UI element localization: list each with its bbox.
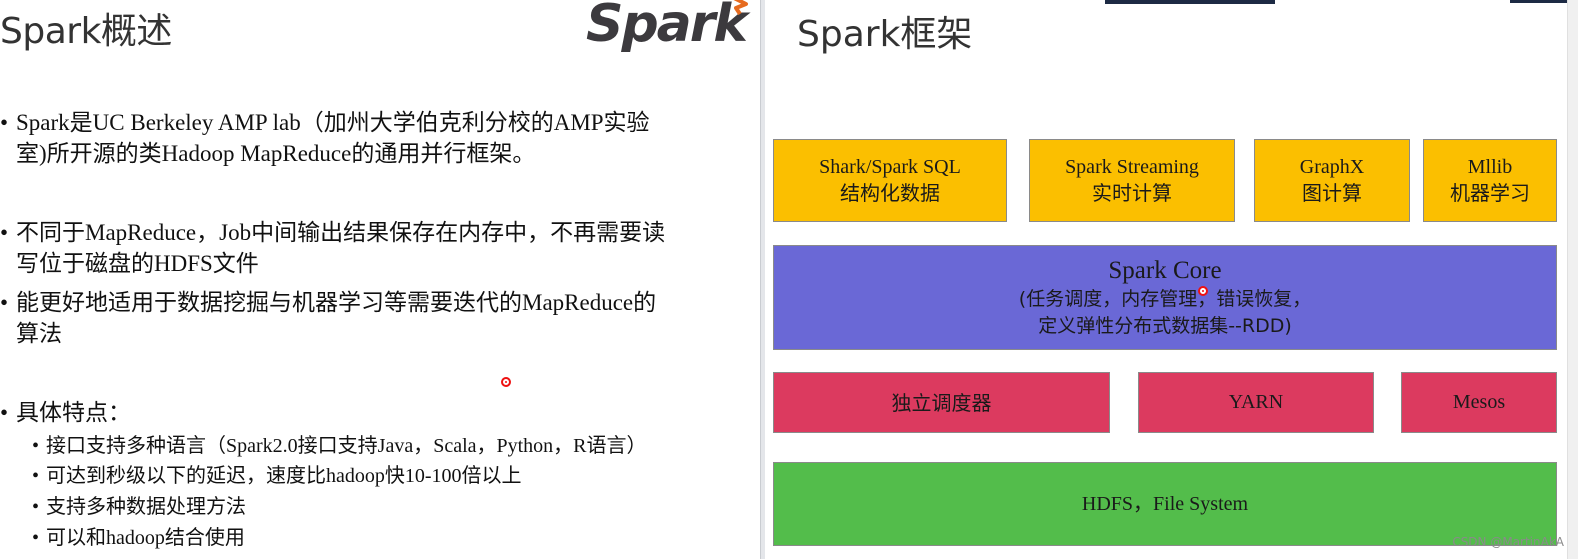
feature-item: • 支持多种数据处理方法 xyxy=(32,494,246,520)
spark-core-box: Spark Core (任务调度，内存管理，错误恢复， 定义弹性分布式数据集--… xyxy=(773,245,1557,350)
laser-pointer-icon xyxy=(1198,286,1208,296)
module-desc: 实时计算 xyxy=(1092,181,1172,205)
watermark: CSDN @MartinAkA xyxy=(1452,535,1564,549)
module-desc: 图计算 xyxy=(1302,181,1362,205)
bullet-text: 算法 xyxy=(16,321,62,346)
core-title: Spark Core xyxy=(1108,256,1222,284)
bullet-text: Spark是UC Berkeley AMP lab（加州大学伯克利分校的AMP实… xyxy=(16,110,650,135)
taskbar-fragment xyxy=(1105,0,1275,4)
feature-item: • 可以和hadoop结合使用 xyxy=(32,525,245,551)
laser-pointer-icon xyxy=(501,377,511,387)
module-desc: 机器学习 xyxy=(1450,181,1530,205)
feature-item: • 可达到秒级以下的延迟，速度比hadoop快10-100倍以上 xyxy=(32,463,522,489)
mllib-module-box: Mllib 机器学习 xyxy=(1423,139,1557,222)
right-slide: Spark框架 Shark/Spark SQL 结构化数据 Spark Stre… xyxy=(765,0,1578,559)
spark-star-icon xyxy=(733,0,748,16)
bullet-dot: • xyxy=(0,110,9,135)
bullet-dot: • xyxy=(0,400,9,425)
bullet-item: • 能更好地适用于数据挖掘与机器学习等需要迭代的MapReduce的 算法 xyxy=(0,287,657,349)
graphx-module-box: GraphX 图计算 xyxy=(1254,139,1410,222)
module-desc: 结构化数据 xyxy=(840,181,940,205)
module-name: Mllib xyxy=(1467,156,1513,178)
feature-text: 接口支持多种语言（Spark2.0接口支持Java，Scala，Python，R… xyxy=(46,435,647,457)
bullet-item: • 具体特点： xyxy=(0,397,131,428)
module-name: GraphX xyxy=(1299,156,1365,178)
bullet-item: • 不同于MapReduce，Job中间输出结果保存在内存中，不再需要读 写位于… xyxy=(0,217,666,279)
slide-title: Spark框架 xyxy=(797,14,973,55)
bullet-text: 写位于磁盘的HDFS文件 xyxy=(16,251,259,276)
storage-label: HDFS，File System xyxy=(1081,492,1249,515)
left-slide: Spark概述 Spark • Spark是UC Berkeley AMP la… xyxy=(0,0,762,559)
hdfs-storage-box: HDFS，File System xyxy=(773,462,1557,546)
sql-module-box: Shark/Spark SQL 结构化数据 xyxy=(773,139,1007,222)
bullet-dot: • xyxy=(32,435,40,457)
bullet-dot: • xyxy=(32,527,40,549)
core-desc: (任务调度，内存管理，错误恢复， xyxy=(1018,287,1312,310)
bullet-dot: • xyxy=(32,496,40,518)
streaming-module-box: Spark Streaming 实时计算 xyxy=(1029,139,1235,222)
bullet-item: • Spark是UC Berkeley AMP lab（加州大学伯克利分校的AM… xyxy=(0,107,650,169)
bullet-text: 不同于MapReduce，Job中间输出结果保存在内存中，不再需要读 xyxy=(16,220,666,245)
taskbar-fragment xyxy=(1510,0,1578,3)
feature-text: 可达到秒级以下的延迟，速度比hadoop快10-100倍以上 xyxy=(46,465,522,487)
scheduler-label: Mesos xyxy=(1452,391,1506,413)
feature-text: 支持多种数据处理方法 xyxy=(46,496,246,518)
scheduler-label: YARN xyxy=(1228,391,1284,413)
slide-title: Spark概述 xyxy=(0,11,172,52)
spark-logo: Spark xyxy=(586,0,748,54)
feature-text: 可以和hadoop结合使用 xyxy=(46,527,245,549)
mesos-scheduler-box: Mesos xyxy=(1401,372,1557,433)
bullet-text: 能更好地适用于数据挖掘与机器学习等需要迭代的MapReduce的 xyxy=(16,290,657,315)
module-name: Shark/Spark SQL xyxy=(819,156,961,178)
core-desc: 定义弹性分布式数据集--RDD) xyxy=(1038,314,1292,337)
bullet-dot: • xyxy=(0,290,9,315)
bullet-text: 室)所开源的类Hadoop MapReduce的通用并行框架。 xyxy=(16,141,536,166)
feature-item: • 接口支持多种语言（Spark2.0接口支持Java，Scala，Python… xyxy=(32,433,647,459)
yarn-scheduler-box: YARN xyxy=(1138,372,1374,433)
standalone-scheduler-box: 独立调度器 xyxy=(773,372,1110,433)
module-name: Spark Streaming xyxy=(1065,156,1199,178)
bullet-dot: • xyxy=(0,220,9,245)
scrollbar[interactable] xyxy=(1567,0,1578,559)
bullet-dot: • xyxy=(32,465,40,487)
scheduler-label: 独立调度器 xyxy=(891,390,992,415)
bullet-text: 具体特点： xyxy=(16,400,131,425)
